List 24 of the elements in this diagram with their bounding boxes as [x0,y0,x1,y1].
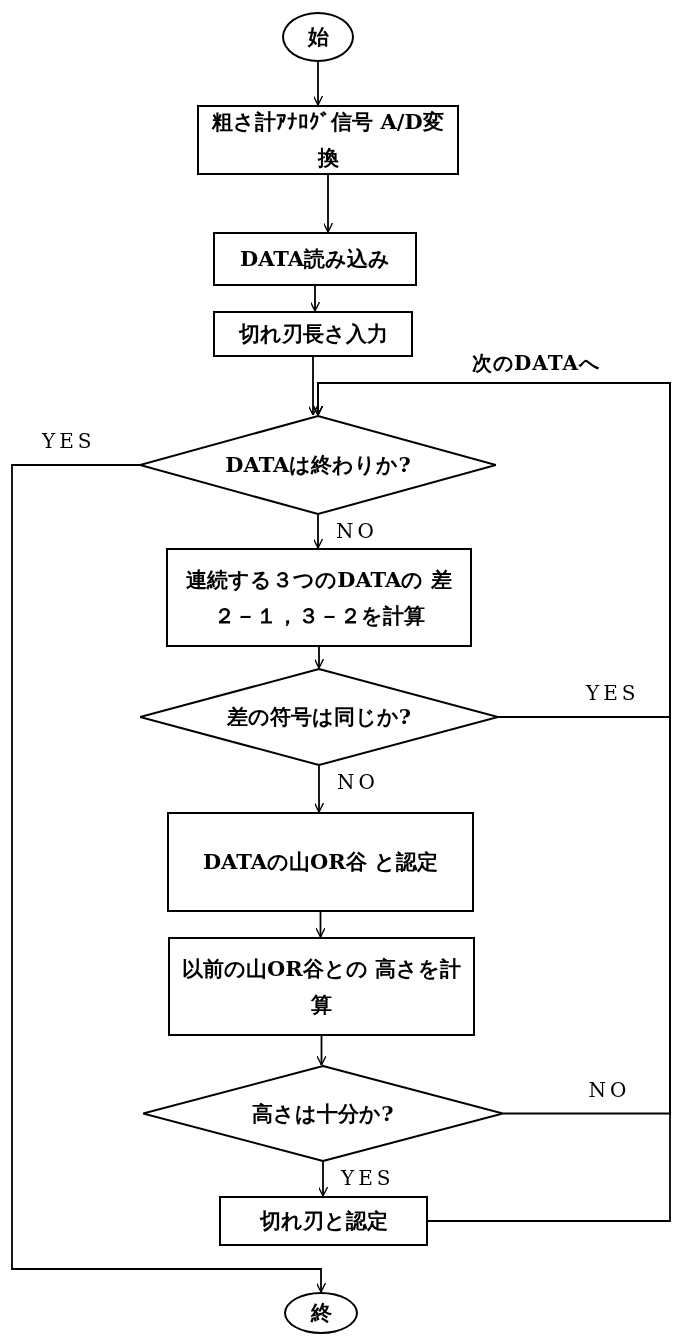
loop-label: 次のDATAへ [470,350,603,377]
arrow [322,174,334,233]
arrow [317,1161,329,1197]
arrow [309,285,321,312]
terminal-oval: 終 [284,1292,358,1334]
process-box: 切れ刃と認定 [219,1196,428,1246]
arrow [312,61,324,106]
process-box: 連続する３つのDATAの 差２－１，３－２を計算 [166,548,472,647]
process-box: 粗さ計ｱﾅﾛｸﾞ信号 A/D変換 [197,105,459,175]
arrow [313,646,325,669]
process-box: 切れ刃長さ入力 [213,311,413,357]
arrow [316,1035,327,1066]
process-box: DATA読み込み [213,232,417,286]
terminal-oval: 始 [282,12,354,62]
arrow [11,464,327,1293]
arrow [312,514,324,549]
decision-diamond: 高さは十分か? [143,1065,503,1162]
decision-diamond: 差の符号は同じか? [140,668,498,766]
arrow [307,356,319,416]
process-box: DATAの山OR谷 と認定 [167,812,474,912]
arrow [315,911,326,938]
process-box: 以前の山OR谷との 高さを計算 [168,937,475,1036]
arrow [313,765,325,813]
decision-diamond: DATAは終わりか? [140,415,496,515]
